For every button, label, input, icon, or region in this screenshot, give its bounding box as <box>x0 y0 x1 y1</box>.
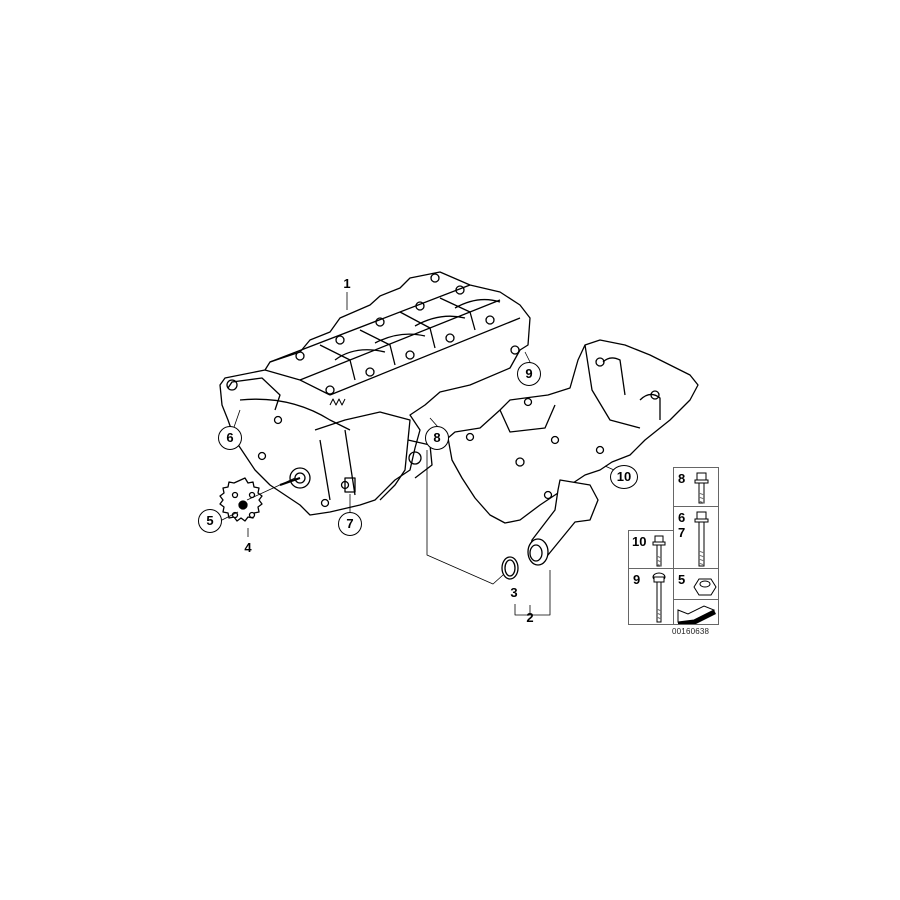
callout-10: 10 <box>610 465 638 489</box>
flange-bolt-short-icon <box>652 535 666 567</box>
fastener-legend: 8 6 7 10 9 <box>628 467 719 625</box>
flange-bolt-short-icon <box>694 472 709 504</box>
bearing-ladder-part-1 <box>219 271 531 516</box>
legend-cell-10: 10 <box>628 530 674 569</box>
callout-2: 2 <box>526 610 534 625</box>
callout-9: 9 <box>517 362 541 386</box>
legend-label-10: 10 <box>632 534 647 549</box>
legend-cell-8: 8 <box>673 467 719 507</box>
legend-label-5: 5 <box>678 572 686 587</box>
callout-6: 6 <box>218 426 242 450</box>
callout-8: 8 <box>425 426 449 450</box>
oil-suction-pipe-part-2 <box>527 479 599 566</box>
legend-label-7: 7 <box>678 525 686 540</box>
callout-5: 5 <box>198 509 222 533</box>
callout-4: 4 <box>244 540 252 555</box>
legend-cell-arrow <box>673 599 719 625</box>
direction-arrow-icon <box>677 605 716 624</box>
hex-nut-icon <box>693 578 717 596</box>
callout-7: 7 <box>338 512 362 536</box>
legend-cell-5: 5 <box>673 568 719 600</box>
diagram-id: 00160638 <box>672 627 710 636</box>
legend-label-9: 9 <box>633 572 641 587</box>
legend-label-8: 8 <box>678 471 686 486</box>
leader-lines <box>219 292 615 616</box>
flange-bolt-long-icon <box>694 511 709 567</box>
collar-bolt-long-icon <box>652 572 666 623</box>
callout-1: 1 <box>343 276 351 291</box>
legend-cell-6-7: 6 7 <box>673 506 719 569</box>
sprocket-part-4 <box>219 477 263 522</box>
legend-cell-9: 9 <box>628 568 674 625</box>
o-ring-part-3 <box>501 556 519 580</box>
callout-3: 3 <box>510 585 518 600</box>
legend-label-6: 6 <box>678 510 686 525</box>
oil-pan-bracket <box>447 339 699 524</box>
